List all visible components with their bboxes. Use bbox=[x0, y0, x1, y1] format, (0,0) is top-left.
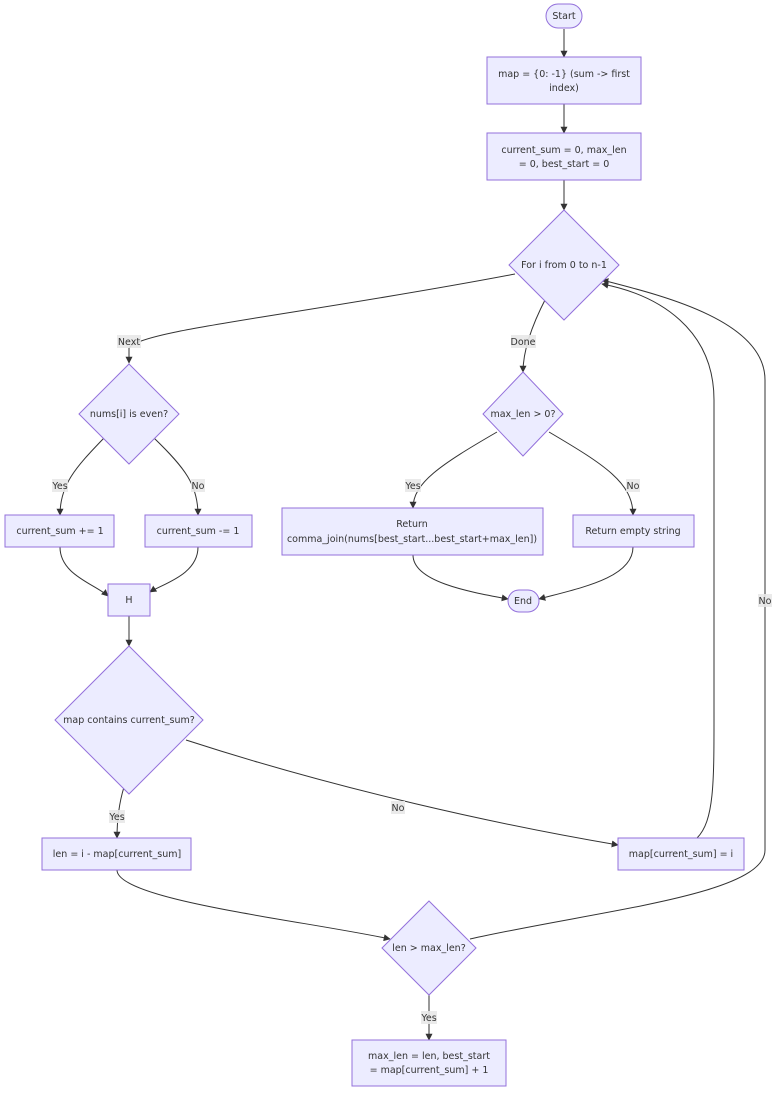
contains-label: map contains current_sum? bbox=[63, 715, 195, 726]
svg-text:No: No bbox=[192, 481, 205, 492]
map-init-label-line2: index) bbox=[549, 83, 579, 94]
return-label-line2: comma_join(nums[best_start...best_start+… bbox=[287, 534, 537, 545]
update-label-line2: = map[current_sum] + 1 bbox=[370, 1065, 489, 1076]
svg-text:Yes: Yes bbox=[108, 812, 124, 823]
sum-dec-label: current_sum -= 1 bbox=[157, 526, 240, 537]
vars-init-node[interactable]: current_sum = 0, max_len = 0, best_start… bbox=[486, 132, 642, 181]
edge-return-to-end bbox=[412, 554, 509, 602]
edge-sum-dec-to-merge bbox=[149, 546, 199, 593]
svg-text:Yes: Yes bbox=[404, 481, 420, 492]
svg-text:Yes: Yes bbox=[420, 1013, 436, 1024]
edge-max-len-to-return-empty bbox=[548, 431, 637, 516]
edge-label-maxlen-no: No bbox=[626, 479, 640, 492]
edge-contains-to-len-calc bbox=[113, 786, 125, 839]
end-node[interactable]: End bbox=[507, 589, 540, 613]
svg-text:No: No bbox=[627, 481, 640, 492]
edge-label-len-no: No bbox=[758, 594, 772, 607]
update-node[interactable]: max_len = len, best_start = map[current_… bbox=[351, 1039, 507, 1087]
edge-label-next: Next bbox=[117, 335, 141, 348]
edge-sum-inc-to-merge bbox=[59, 546, 109, 597]
svg-text:Yes: Yes bbox=[51, 481, 67, 492]
is-even-decision[interactable]: nums[i] is even? bbox=[78, 363, 180, 465]
edge-label-done: Done bbox=[511, 335, 536, 348]
svg-text:Next: Next bbox=[118, 337, 140, 348]
update-label-line1: max_len = len, best_start bbox=[368, 1051, 490, 1062]
map-set-node[interactable]: map[current_sum] = i bbox=[617, 837, 745, 871]
edge-label-even-no: No bbox=[191, 479, 205, 492]
svg-text:No: No bbox=[759, 596, 772, 607]
edge-label-even-yes: Yes bbox=[51, 479, 68, 492]
len-calc-node[interactable]: len = i - map[current_sum] bbox=[41, 837, 192, 871]
svg-text:Done: Done bbox=[511, 337, 536, 348]
edge-is-even-to-sum-dec bbox=[153, 437, 202, 516]
loop-label: For i from 0 to n-1 bbox=[521, 260, 607, 271]
edge-loop-to-is-even bbox=[125, 273, 516, 364]
len-check-decision[interactable]: len > max_len? bbox=[381, 900, 477, 996]
edges bbox=[56, 29, 766, 1041]
sum-dec-node[interactable]: current_sum -= 1 bbox=[144, 514, 253, 548]
contains-decision[interactable]: map contains current_sum? bbox=[54, 645, 204, 795]
return-empty-node[interactable]: Return empty string bbox=[572, 514, 695, 548]
map-init-node[interactable]: map = {0: -1} (sum -> first index) bbox=[486, 56, 642, 105]
return-node[interactable]: Return comma_join(nums[best_start...best… bbox=[281, 507, 544, 556]
start-label: Start bbox=[552, 11, 575, 22]
edge-label-contains-yes: Yes bbox=[108, 810, 125, 823]
len-calc-label: len = i - map[current_sum] bbox=[53, 849, 181, 860]
map-init-label-line1: map = {0: -1} (sum -> first bbox=[498, 69, 630, 80]
edge-contains-to-map-set bbox=[185, 739, 619, 848]
max-len-check-label: max_len > 0? bbox=[490, 409, 555, 420]
edge-len-check-to-loop bbox=[469, 278, 766, 940]
edge-max-len-to-return bbox=[409, 431, 498, 509]
edge-label-contains-no: No bbox=[391, 801, 405, 814]
edge-label-maxlen-yes: Yes bbox=[404, 479, 421, 492]
vars-init-label-line2: = 0, best_start = 0 bbox=[519, 159, 610, 170]
merge-label: H bbox=[125, 595, 132, 606]
sum-inc-label: current_sum += 1 bbox=[16, 526, 103, 537]
end-label: End bbox=[514, 596, 532, 607]
max-len-check-decision[interactable]: max_len > 0? bbox=[482, 371, 564, 457]
len-check-label: len > max_len? bbox=[392, 943, 466, 954]
map-set-label: map[current_sum] = i bbox=[629, 849, 733, 860]
return-label-line1: Return bbox=[396, 519, 428, 530]
svg-text:No: No bbox=[392, 803, 405, 814]
loop-decision[interactable]: For i from 0 to n-1 bbox=[508, 209, 620, 321]
start-node[interactable]: Start bbox=[545, 3, 583, 29]
vars-init-label-line1: current_sum = 0, max_len bbox=[501, 145, 626, 156]
is-even-label: nums[i] is even? bbox=[90, 409, 168, 420]
edge-return-empty-to-end bbox=[538, 546, 634, 601]
edge-is-even-to-sum-inc bbox=[56, 437, 105, 516]
edge-label-len-yes: Yes bbox=[420, 1011, 437, 1024]
return-empty-label: Return empty string bbox=[585, 526, 680, 537]
edge-map-set-to-loop bbox=[601, 281, 715, 839]
sum-inc-node[interactable]: current_sum += 1 bbox=[4, 514, 115, 548]
edge-len-calc-to-len-check bbox=[116, 869, 391, 942]
merge-node[interactable]: H bbox=[107, 583, 151, 617]
